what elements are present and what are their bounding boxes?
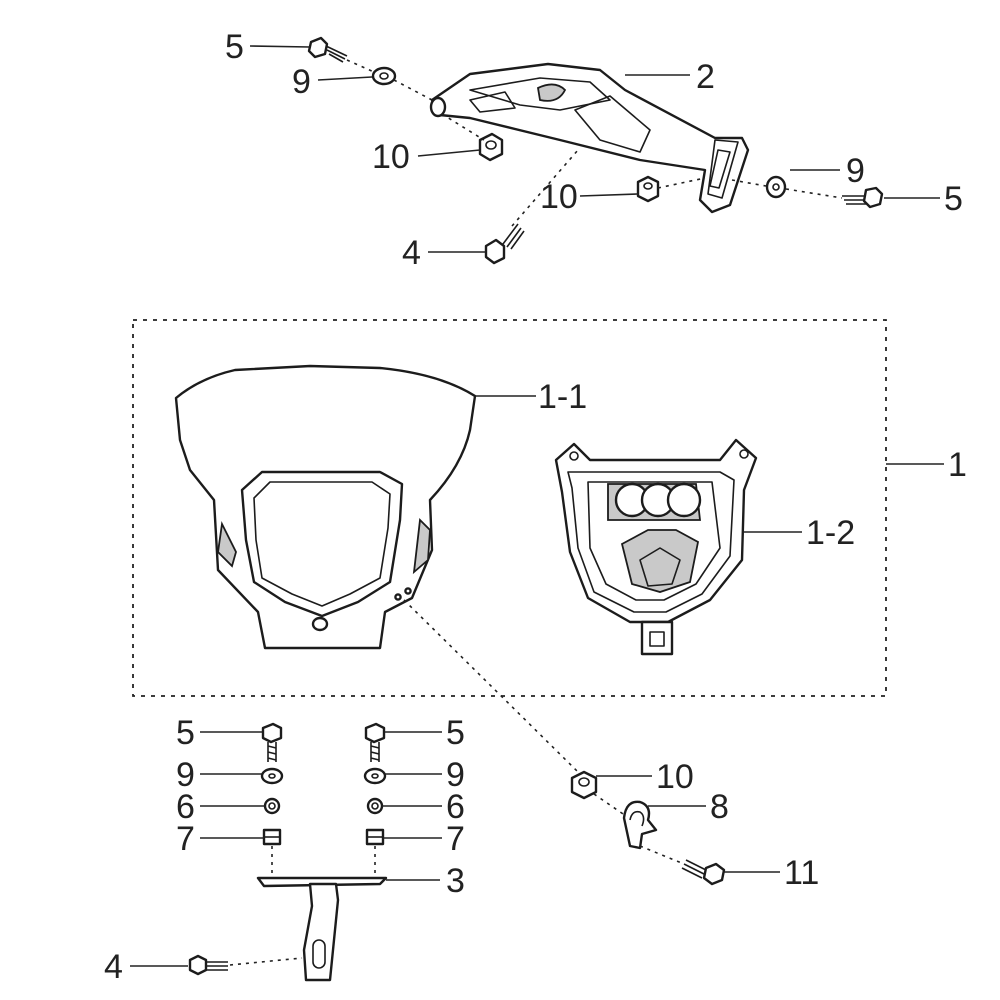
washer-9-right — [765, 175, 787, 199]
bolt-5-top-left — [307, 36, 348, 63]
assembly-lines-top — [346, 59, 843, 227]
assembly-line-bottom-bolt — [229, 957, 303, 966]
spacer-7-right-stack — [365, 828, 385, 846]
washer-9-top-left — [371, 66, 397, 86]
washer-9-right-stack — [363, 767, 387, 785]
bolt-5-right-stack — [364, 722, 386, 762]
callout-8: 8 — [710, 788, 729, 826]
callout-7-left-stack: 7 — [176, 820, 195, 858]
wire-clip-8 — [622, 800, 658, 850]
grommet-6-left-stack — [263, 797, 281, 815]
callout-10-lower: 10 — [656, 758, 694, 796]
bolt-5-left-stack — [261, 722, 283, 762]
bolt-4-top — [484, 223, 525, 265]
leader-lines — [130, 45, 944, 967]
headlight-cowl — [174, 364, 477, 650]
spacer-7-left-stack — [262, 828, 282, 846]
callout-3: 3 — [446, 862, 465, 900]
headlight-unit — [554, 438, 758, 656]
callout-2: 2 — [696, 58, 715, 96]
callout-11: 11 — [784, 854, 819, 892]
lower-bracket — [256, 876, 388, 982]
callout-5-right: 5 — [944, 180, 963, 218]
callout-5-top-left: 5 — [225, 28, 244, 66]
washer-9-left-stack — [260, 767, 284, 785]
callout-1-1: 1-1 — [538, 378, 587, 416]
nut-10-top — [478, 132, 504, 162]
callout-5-left-stack: 5 — [176, 714, 195, 752]
callout-10-middle: 10 — [540, 178, 578, 216]
callout-4-top: 4 — [402, 234, 421, 272]
headlight-bracket — [429, 62, 750, 214]
callout-6-left-stack: 6 — [176, 788, 195, 826]
bolt-11 — [681, 859, 726, 886]
callout-9-top-left: 9 — [292, 63, 311, 101]
nut-10-middle — [636, 175, 660, 203]
grommet-6-right-stack — [366, 797, 384, 815]
callout-7-right-stack: 7 — [446, 820, 465, 858]
callout-9-left-stack: 9 — [176, 756, 195, 794]
bolt-5-right — [842, 186, 884, 209]
headlight-assembly-box — [132, 319, 887, 697]
callout-9-right-stack: 9 — [446, 756, 465, 794]
assembly-lines-right — [403, 599, 685, 865]
callout-1: 1 — [948, 446, 967, 484]
callout-10-top: 10 — [372, 138, 410, 176]
callout-5-right-stack: 5 — [446, 714, 465, 752]
callout-9-right: 9 — [846, 152, 865, 190]
callout-4-bottom: 4 — [104, 948, 123, 986]
callout-1-2: 1-2 — [806, 514, 855, 552]
bolt-4-bottom — [188, 954, 228, 976]
callout-labels: 5 9 2 10 9 10 5 4 1-1 1 1-2 5 9 6 7 5 9 … — [104, 28, 967, 986]
callout-6-right-stack: 6 — [446, 788, 465, 826]
nut-10-lower — [570, 770, 598, 800]
